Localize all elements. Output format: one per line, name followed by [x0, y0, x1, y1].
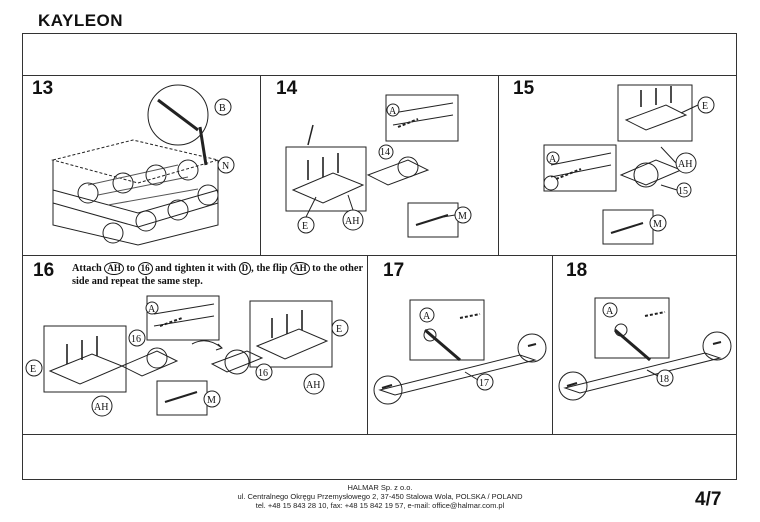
panel-divider	[498, 75, 500, 255]
panel-divider	[552, 255, 554, 434]
callout-circle	[255, 363, 273, 381]
part-callout: D	[238, 262, 252, 275]
callout-label: 16	[131, 334, 141, 345]
callout-label: M	[207, 395, 216, 406]
callout-label: A	[606, 306, 614, 317]
callout-circle	[214, 98, 232, 116]
step-number-17: 17	[383, 260, 405, 281]
step-13-illustration: B N	[51, 84, 235, 246]
step-number-16: 16	[33, 260, 55, 281]
callout-label: AH	[678, 159, 692, 170]
step-14-illustration: A 14 E AH M	[285, 94, 472, 238]
callout-label: E	[336, 324, 342, 335]
instruction-text: , the flip	[251, 263, 291, 274]
step-15-illustration: E A AH 15 M	[543, 84, 715, 245]
callout-label: A	[148, 304, 156, 315]
callout-label: A	[549, 154, 557, 165]
callout-label: 18	[659, 374, 669, 385]
callout-circle	[476, 373, 494, 391]
part-callout: 16	[137, 262, 153, 275]
footer-company: HALMAR Sp. z o.o.	[347, 483, 413, 492]
callout-circle	[331, 319, 349, 337]
callout-label: A	[389, 106, 397, 117]
callout-circle	[128, 329, 146, 347]
callout-label: AH	[94, 402, 108, 413]
callout-circle	[546, 151, 560, 165]
callout-label: AH	[306, 380, 320, 391]
callout-circle	[91, 395, 113, 417]
callout-label: M	[458, 211, 467, 222]
callout-label: N	[222, 161, 229, 172]
callout-label: E	[702, 101, 708, 112]
instruction-text: and tighten it with	[152, 263, 239, 274]
panel-divider	[367, 255, 369, 434]
step-number-15: 15	[513, 78, 535, 99]
callout-circle	[386, 103, 400, 117]
page-number: 4/7	[695, 489, 722, 510]
step-18-illustration: A 18	[558, 297, 732, 401]
instruction-text: Attach	[72, 263, 105, 274]
step-number-18: 18	[566, 260, 588, 281]
callout-label: 16	[258, 368, 268, 379]
step-16-instruction: Attach AH to 16 and tighten it with D, t…	[72, 262, 372, 288]
callout-circle	[303, 373, 325, 395]
callout-label: B	[219, 103, 226, 114]
top-divider	[22, 75, 737, 77]
bottom-divider	[22, 434, 737, 436]
instruction-frame	[22, 33, 737, 480]
callout-circle	[378, 144, 394, 160]
callout-label: A	[423, 311, 431, 322]
callout-circle	[145, 301, 159, 315]
callout-circle	[25, 359, 43, 377]
callout-circle	[419, 307, 435, 323]
footer-address: ul. Centralnego Okręgu Przemysłowego 2, …	[237, 492, 523, 501]
callout-circle	[656, 369, 674, 387]
callout-label: AH	[345, 216, 359, 227]
callout-label: 15	[678, 186, 688, 197]
row-divider	[22, 255, 737, 257]
step-number-14: 14	[276, 78, 298, 99]
instruction-text: to the other side and repeat the same st…	[72, 263, 363, 287]
callout-label: E	[302, 221, 308, 232]
callout-label: E	[30, 364, 36, 375]
part-callout: AH	[104, 262, 124, 275]
callout-circle	[217, 156, 235, 174]
callout-circle	[649, 214, 667, 232]
callout-label: M	[653, 219, 662, 230]
callout-label: 14	[380, 147, 390, 158]
part-callout: AH	[290, 262, 310, 275]
footer-contact: tel. +48 15 843 28 10, fax: +48 15 842 1…	[255, 501, 505, 510]
callout-circle	[203, 390, 221, 408]
callout-circle	[602, 302, 618, 318]
callout-label: 17	[479, 378, 489, 389]
instruction-text: to	[123, 263, 138, 274]
step-17-illustration: A 17	[373, 299, 547, 405]
step-16-illustration: A E 16 E AH 16 AH M	[25, 295, 349, 417]
panel-divider	[260, 75, 262, 255]
step-number-13: 13	[32, 78, 54, 99]
document-title: KAYLEON	[38, 11, 124, 30]
